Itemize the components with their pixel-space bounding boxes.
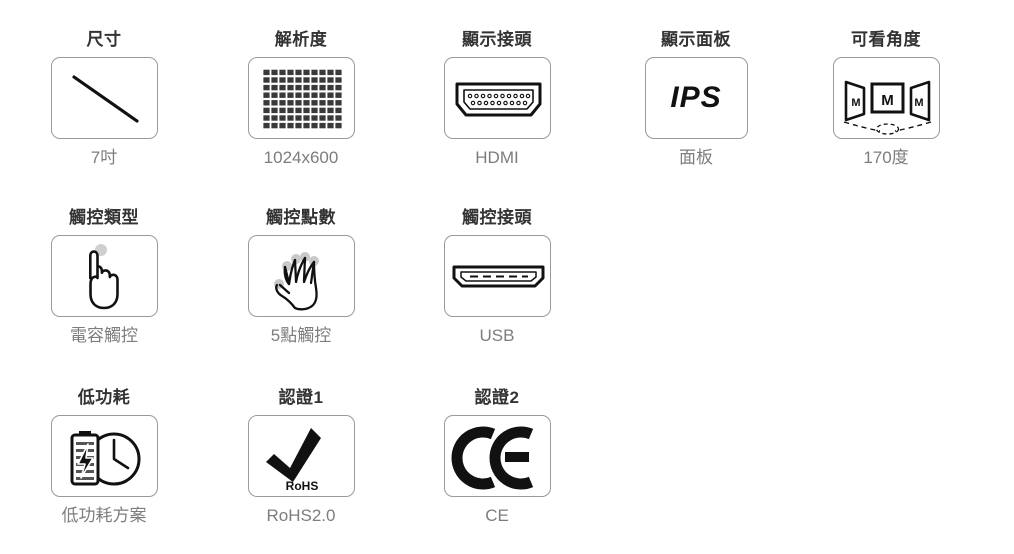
spec-title: 認證2 xyxy=(474,388,520,407)
spec-caption: 電容觸控 xyxy=(70,326,138,345)
five-finger-hand-icon xyxy=(249,236,354,316)
spec-icon-box xyxy=(443,235,551,317)
ips-text-icon: IPS xyxy=(670,81,722,114)
spec-cell-certification-1: 認證1 RoHS RoHS2.0 xyxy=(203,388,399,526)
spec-caption: USB xyxy=(479,326,515,345)
spec-icon-box xyxy=(443,57,551,139)
spec-title: 低功耗 xyxy=(77,388,131,407)
spec-cell-size: 尺寸 7吋 xyxy=(6,30,202,168)
spec-caption: 7吋 xyxy=(90,148,118,167)
pixel-grid-icon xyxy=(249,58,354,138)
rohs-label: RoHS xyxy=(285,479,318,493)
spec-icon-box: M M M xyxy=(832,57,940,139)
spec-caption: 1024x600 xyxy=(263,148,339,167)
svg-text:M: M xyxy=(881,92,894,109)
spec-caption: CE xyxy=(485,506,509,525)
spec-cell-viewing-angle: 可看角度 M M M 170 xyxy=(788,30,984,168)
spec-title: 觸控點數 xyxy=(266,208,336,227)
spec-title: 可看角度 xyxy=(851,30,921,49)
spec-title: 尺寸 xyxy=(86,30,122,49)
spec-icon-box xyxy=(50,57,158,139)
spec-cell-resolution: 解析度 1024x600 xyxy=(203,30,399,168)
spec-caption: RoHS2.0 xyxy=(266,506,336,525)
svg-text:M: M xyxy=(851,97,860,109)
svg-text:M: M xyxy=(914,97,923,109)
spec-icon-box xyxy=(443,415,551,497)
screen-diagonal-icon xyxy=(52,58,157,138)
spec-icon-box xyxy=(50,415,158,497)
spec-icon-box xyxy=(247,235,355,317)
hdmi-port-icon xyxy=(445,58,550,138)
ce-mark-icon xyxy=(445,416,550,496)
spec-icon-box: IPS xyxy=(644,57,748,139)
spec-title: 解析度 xyxy=(274,30,328,49)
spec-title: 觸控接頭 xyxy=(462,208,532,227)
viewing-angle-icon: M M M xyxy=(834,58,939,138)
spec-caption: 5點觸控 xyxy=(270,326,332,345)
spec-icon-box xyxy=(50,235,158,317)
spec-caption: 低功耗方案 xyxy=(61,506,147,525)
spec-cell-touch-type: 觸控類型 電容觸控 xyxy=(6,208,202,346)
spec-cell-low-power: 低功耗 xyxy=(6,388,202,526)
spec-icon-box xyxy=(247,57,355,139)
spec-cell-touch-points: 觸控點數 xyxy=(203,208,399,346)
rohs-check-icon: RoHS xyxy=(249,416,354,496)
spec-cell-touch-connector: 觸控接頭 USB xyxy=(399,208,595,346)
spec-cell-panel: 顯示面板 IPS 面板 xyxy=(598,30,794,168)
spec-cell-certification-2: 認證2 CE xyxy=(399,388,595,526)
spec-cell-display-connector: 顯示接頭 xyxy=(399,30,595,168)
battery-clock-icon xyxy=(52,416,157,496)
usb-port-icon xyxy=(445,236,550,316)
spec-caption: 170度 xyxy=(863,148,909,167)
spec-title: 顯示接頭 xyxy=(462,30,532,49)
spec-caption: HDMI xyxy=(475,148,519,167)
pointing-hand-icon xyxy=(52,236,157,316)
spec-title: 觸控類型 xyxy=(69,208,139,227)
spec-title: 認證1 xyxy=(278,388,324,407)
spec-caption: 面板 xyxy=(679,148,713,167)
spec-title: 顯示面板 xyxy=(661,30,731,49)
spec-icon-box: RoHS xyxy=(247,415,355,497)
